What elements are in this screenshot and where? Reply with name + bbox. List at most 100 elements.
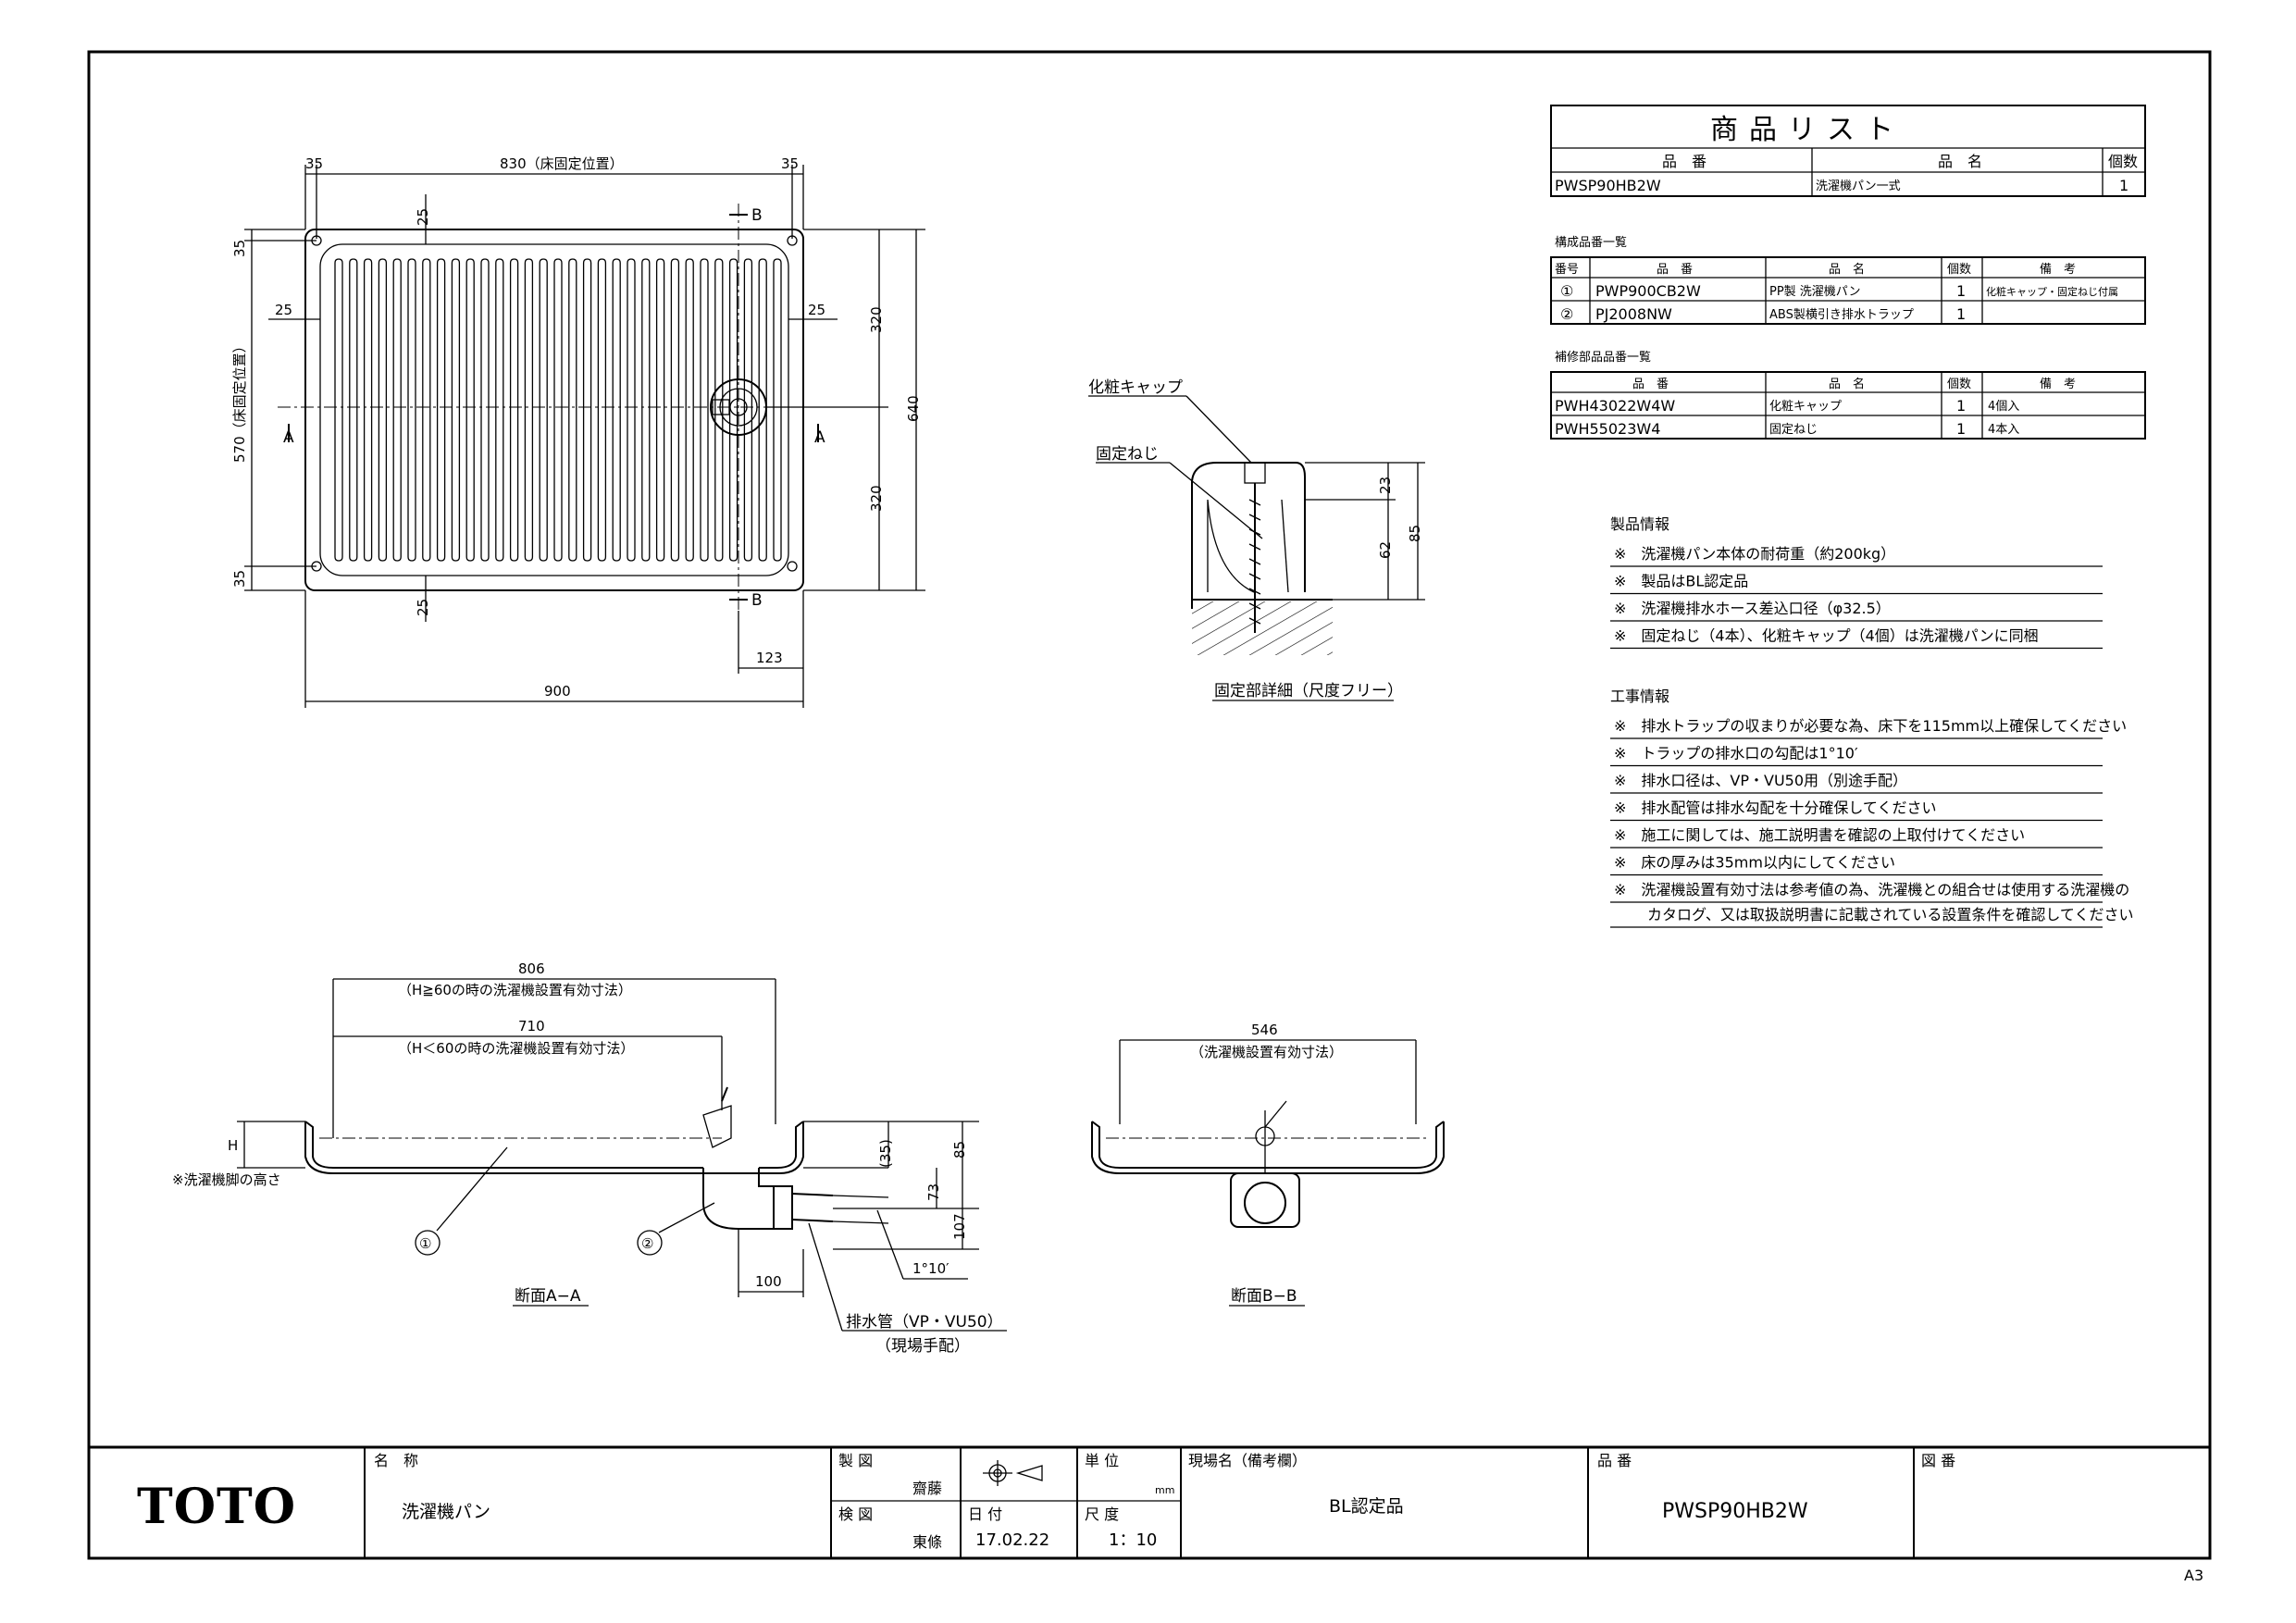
components-header-no: 番号 <box>1555 263 1579 277</box>
section-aa: 806 （H≧60の時の洗濯機設置有効寸法） 710 （H＜60の時の洗濯機設置… <box>172 960 1007 1356</box>
product-info-item: ※ 固定ねじ（4本）、化粧キャップ（4個）は洗濯機パンに同梱 <box>1614 627 2039 645</box>
checked-by: 東條 <box>912 1533 942 1551</box>
pan-rib <box>378 258 388 562</box>
repair-parts-header-qty: 個数 <box>1947 378 1971 391</box>
drawing-border <box>87 50 2212 1560</box>
checked-label: 検 図 <box>838 1505 873 1523</box>
product-list-table: 商品リスト 品 番 品 名 個数 PWSP90HB2W 洗濯機パン一式 1 <box>1550 105 2146 197</box>
code-label: 品 番 <box>1597 1452 1632 1469</box>
construction-info-item: ※ 排水口径は、VP・VU50用（別途手配） <box>1614 772 1907 789</box>
dim-inner-right: 25 <box>808 302 825 318</box>
pan-rib <box>728 258 738 562</box>
callout-1: ① <box>419 1235 431 1252</box>
pan-rib <box>773 258 782 562</box>
name-value: 洗濯機パン <box>402 1502 490 1522</box>
site-value: BL認定品 <box>1329 1496 1404 1517</box>
pan-rib <box>685 258 694 562</box>
pan-rib <box>451 258 461 562</box>
components-table: 構成品番一覧 番号 品 番 品 名 個数 備 考 ① PWP900CB2W PP… <box>1550 235 2146 325</box>
dim-left-bottom: 35 <box>231 570 248 588</box>
section-bb-caption: 断面B−B <box>1231 1287 1297 1306</box>
repair-parts-row2-code: PWH55023W4 <box>1555 420 1660 438</box>
product-info-items: ※ 洗濯機パン本体の耐荷重（約200kg） ※ 製品はBL認定品 ※ 洗濯機排水ホー… <box>1610 545 2103 650</box>
product-info-title: 製品情報 <box>1610 515 1669 533</box>
pan-outline <box>304 229 804 591</box>
pan-rib <box>743 258 753 562</box>
dim-total-width: 900 <box>544 683 571 700</box>
construction-info-item: ※ 排水配管は排水勾配を十分確保してください <box>1614 799 1936 817</box>
section-a-left: A <box>283 428 294 447</box>
pan-rib <box>509 258 519 562</box>
product-list-header-qty: 個数 <box>2108 153 2138 170</box>
pan-rib <box>627 258 636 562</box>
product-list-header-code: 品 番 <box>1662 153 1706 170</box>
label-cap: 化粧キャップ <box>1088 378 1183 397</box>
components-header-remarks: 備 考 <box>2040 262 2076 277</box>
components-row1-no: ① <box>1560 282 1573 300</box>
components-row2-name: ABS製横引き排水トラップ <box>1769 308 1914 322</box>
product-list-title: 商品リスト <box>1710 114 1905 146</box>
repair-parts-row1-code: PWH43022W4W <box>1555 397 1675 415</box>
pan-rib <box>758 258 767 562</box>
product-info: 製品情報 ※ 洗濯機パン本体の耐荷重（約200kg）※ 製品はBL認定品※ 洗濯… <box>1610 515 2103 650</box>
pipe-label: 排水管（VP・VU50） <box>846 1313 1003 1332</box>
components-header-code: 品 番 <box>1657 263 1693 277</box>
dim-35: (35) <box>877 1139 894 1168</box>
pan-rib <box>700 258 709 562</box>
pan-rib <box>641 258 651 562</box>
name-label: 名 称 <box>374 1452 418 1469</box>
construction-info-item: ※ トラップの排水口の勾配は1°10′ <box>1614 745 1858 762</box>
slope-label: 1°10′ <box>912 1260 949 1277</box>
dim-inner-top: 25 <box>415 208 431 226</box>
drawn-label: 製 図 <box>838 1452 873 1469</box>
scale-value: 1：10 <box>1109 1530 1157 1550</box>
components-row1-remarks: 化粧キャップ・固定ねじ付属 <box>1986 285 2118 298</box>
construction-info-items: ※ 排水トラップの収まりが必要な為、床下を115mm以上確保してください※ トラ… <box>1610 717 2129 903</box>
pan-basin <box>319 243 789 576</box>
note-546: （洗濯機設置有効寸法） <box>1190 1044 1343 1060</box>
dim-23: 23 <box>1377 477 1394 494</box>
pan-rib <box>495 258 504 562</box>
pan-rib <box>465 258 475 562</box>
product-info-item: ※ 製品はBL認定品 <box>1614 573 1748 590</box>
drawing-no-label: 図 番 <box>1921 1452 1955 1469</box>
product-info-item: ※ 洗濯機排水ホース差込口径（φ32.5） <box>1614 600 1891 617</box>
repair-parts-row2-qty: 1 <box>1956 420 1966 438</box>
pan-rib <box>714 258 724 562</box>
dim-inner-left: 25 <box>275 302 292 318</box>
dim-85: 85 <box>1407 525 1423 542</box>
pan-rib <box>349 258 358 562</box>
dim-top-right: 35 <box>781 155 799 172</box>
toto-logo: TOTO <box>137 1479 296 1535</box>
title-block: TOTO 名 称 洗濯機パン 製 図 齋藤 検 図 東條 日 付 17.02.2… <box>89 1445 2210 1584</box>
repair-parts-header-remarks: 備 考 <box>2040 377 2076 391</box>
h-label: H <box>228 1137 238 1154</box>
pan-rib <box>436 258 446 562</box>
pan-rib <box>670 258 680 562</box>
product-list-name: 洗濯機パン一式 <box>1816 180 1901 193</box>
dim-710: 710 <box>518 1018 545 1035</box>
pan-rib <box>568 258 577 562</box>
dim-left-center: 570（床固定位置） <box>231 339 248 463</box>
components-row1-code: PWP900CB2W <box>1595 282 1701 300</box>
label-screw: 固定ねじ <box>1096 445 1159 464</box>
pan-rib <box>539 258 548 562</box>
construction-info-item: ※ 床の厚みは35mm以内にしてください <box>1614 854 1895 872</box>
dim-806: 806 <box>518 960 545 977</box>
construction-info-item: ※ 洗濯機設置有効寸法は参考値の為、洗濯機との組合せは使用する洗濯機の <box>1614 881 2129 898</box>
section-bb: 546 （洗濯機設置有効寸法） 断面B−B <box>1091 1022 1445 1307</box>
construction-info-continuation: カタログ、又は取扱説明書に記載されている設置条件を確認してください <box>1647 906 2133 923</box>
pan-rib <box>407 258 416 562</box>
section-aa-caption: 断面A−A <box>515 1287 581 1306</box>
dim-drain-offset: 123 <box>756 650 783 666</box>
repair-parts-row2-remarks: 4本入 <box>1988 423 2019 437</box>
date-value: 17.02.22 <box>975 1530 1049 1550</box>
dim-top-left: 35 <box>305 155 323 172</box>
h-note: ※洗濯機脚の高さ <box>172 1171 281 1188</box>
section-b-top: B <box>751 206 763 225</box>
pan-rib <box>597 258 607 562</box>
product-info-item: ※ 洗濯機パン本体の耐荷重（約200kg） <box>1614 545 1895 563</box>
repair-parts-row2-name: 固定ねじ <box>1769 423 1818 437</box>
repair-parts-row1-remarks: 4個入 <box>1988 400 2019 414</box>
fixing-caption: 固定部詳細（尺度フリー） <box>1214 682 1403 700</box>
